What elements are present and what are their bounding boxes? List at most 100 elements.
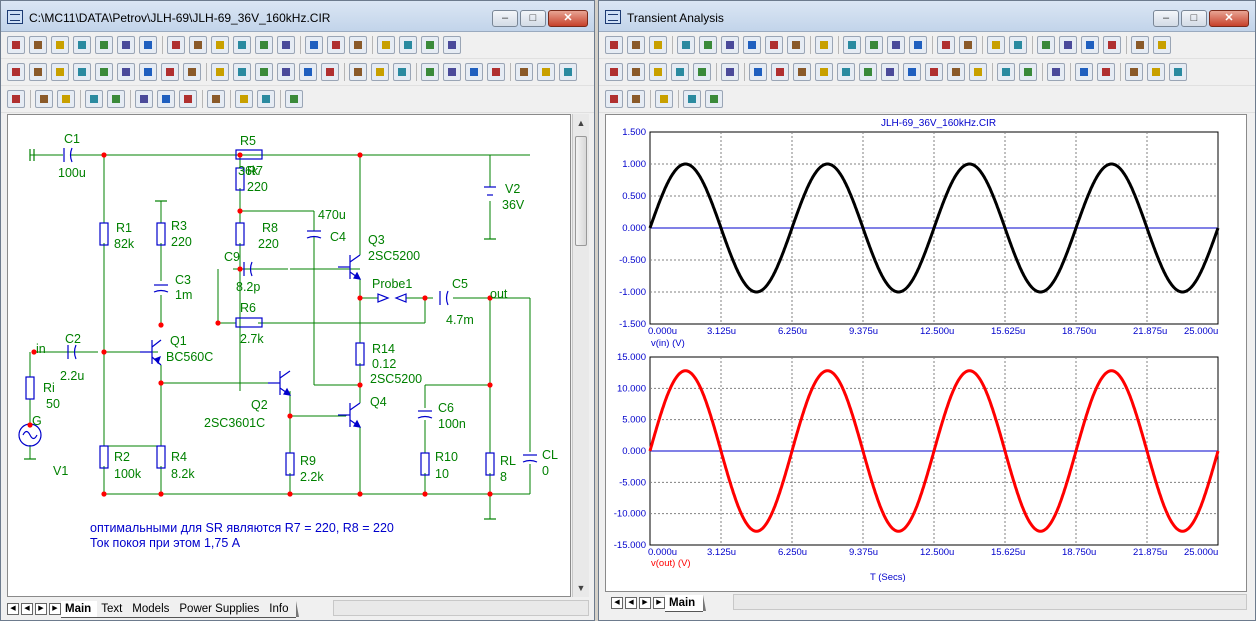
tr2-tool-button-25[interactable] xyxy=(1169,63,1187,81)
sch1-tool-button-3[interactable] xyxy=(51,36,69,54)
sch1-tool-button-7[interactable] xyxy=(139,36,157,54)
sch2-tool-button-14[interactable] xyxy=(299,63,317,81)
sch2-tool-button-19[interactable] xyxy=(421,63,439,81)
tr1-tool-button-1[interactable] xyxy=(605,36,623,54)
maximize-button[interactable]: □ xyxy=(520,10,546,27)
sch1-tool-button-16[interactable] xyxy=(349,36,367,54)
analysis-horizontal-scrollbar[interactable] xyxy=(733,594,1247,610)
tr1-tool-button-21[interactable] xyxy=(1081,36,1099,54)
sch3-tool-button-3[interactable] xyxy=(57,90,75,108)
tab-main[interactable]: Main xyxy=(665,594,707,612)
tab-first-icon[interactable]: ◀ xyxy=(7,603,19,615)
tr1-tool-button-3[interactable] xyxy=(649,36,667,54)
tab-text[interactable]: Text xyxy=(97,600,134,618)
sch3-tool-button-11[interactable] xyxy=(257,90,275,108)
tr2-tool-button-4[interactable] xyxy=(671,63,689,81)
tr2-tool-button-7[interactable] xyxy=(749,63,767,81)
sch1-tool-button-8[interactable] xyxy=(167,36,185,54)
tab-next-icon[interactable]: ▶ xyxy=(639,597,651,609)
tr2-tool-button-15[interactable] xyxy=(925,63,943,81)
sch1-tool-button-18[interactable] xyxy=(399,36,417,54)
sch2-tool-button-6[interactable] xyxy=(117,63,135,81)
sch3-tool-button-10[interactable] xyxy=(235,90,253,108)
tr1-tool-button-20[interactable] xyxy=(1059,36,1077,54)
sch1-tool-button-6[interactable] xyxy=(117,36,135,54)
sch2-tool-button-15[interactable] xyxy=(321,63,339,81)
tr1-tool-button-17[interactable] xyxy=(987,36,1005,54)
tr3-tool-button-5[interactable] xyxy=(705,90,723,108)
close-button[interactable]: ✕ xyxy=(1209,10,1249,27)
sch1-tool-button-20[interactable] xyxy=(443,36,461,54)
tr1-tool-button-8[interactable] xyxy=(765,36,783,54)
sch3-tool-button-2[interactable] xyxy=(35,90,53,108)
close-button[interactable]: ✕ xyxy=(548,10,588,27)
tab-prev-icon[interactable]: ◀ xyxy=(21,603,33,615)
tr1-tool-button-12[interactable] xyxy=(865,36,883,54)
minimize-button[interactable]: – xyxy=(492,10,518,27)
tr2-tool-button-6[interactable] xyxy=(721,63,739,81)
sch1-tool-button-15[interactable] xyxy=(327,36,345,54)
tr1-tool-button-23[interactable] xyxy=(1131,36,1149,54)
tr2-tool-button-23[interactable] xyxy=(1125,63,1143,81)
tr2-tool-button-5[interactable] xyxy=(693,63,711,81)
tr3-tool-button-2[interactable] xyxy=(627,90,645,108)
sch2-tool-button-22[interactable] xyxy=(487,63,505,81)
sch2-tool-button-8[interactable] xyxy=(161,63,179,81)
tab-last-icon[interactable]: ▶ xyxy=(49,603,61,615)
tr3-tool-button-4[interactable] xyxy=(683,90,701,108)
sch2-tool-button-9[interactable] xyxy=(183,63,201,81)
sch2-tool-button-7[interactable] xyxy=(139,63,157,81)
sch1-tool-button-9[interactable] xyxy=(189,36,207,54)
sch2-tool-button-4[interactable] xyxy=(73,63,91,81)
sch2-tool-button-20[interactable] xyxy=(443,63,461,81)
analysis-titlebar[interactable]: Transient Analysis – □ ✕ xyxy=(599,1,1255,32)
tr1-tool-button-14[interactable] xyxy=(909,36,927,54)
sch2-tool-button-3[interactable] xyxy=(51,63,69,81)
tr1-tool-button-2[interactable] xyxy=(627,36,645,54)
tr2-tool-button-19[interactable] xyxy=(1019,63,1037,81)
tr2-tool-button-10[interactable] xyxy=(815,63,833,81)
sch2-tool-button-17[interactable] xyxy=(371,63,389,81)
sch2-tool-button-24[interactable] xyxy=(537,63,555,81)
tr2-tool-button-2[interactable] xyxy=(627,63,645,81)
scroll-down-arrow[interactable]: ▼ xyxy=(576,583,586,593)
tr1-tool-button-7[interactable] xyxy=(743,36,761,54)
sch2-tool-button-18[interactable] xyxy=(393,63,411,81)
tr1-tool-button-4[interactable] xyxy=(677,36,695,54)
tr2-tool-button-16[interactable] xyxy=(947,63,965,81)
sch1-tool-button-5[interactable] xyxy=(95,36,113,54)
tab-next-icon[interactable]: ▶ xyxy=(35,603,47,615)
sch3-tool-button-12[interactable] xyxy=(285,90,303,108)
tr2-tool-button-14[interactable] xyxy=(903,63,921,81)
sch1-tool-button-1[interactable] xyxy=(7,36,25,54)
sch1-tool-button-13[interactable] xyxy=(277,36,295,54)
tab-first-icon[interactable]: ◀ xyxy=(611,597,623,609)
sch1-tool-button-19[interactable] xyxy=(421,36,439,54)
sch3-tool-button-9[interactable] xyxy=(207,90,225,108)
tr1-tool-button-15[interactable] xyxy=(937,36,955,54)
tr2-tool-button-8[interactable] xyxy=(771,63,789,81)
tr2-tool-button-18[interactable] xyxy=(997,63,1015,81)
sch2-tool-button-2[interactable] xyxy=(29,63,47,81)
tr1-tool-button-11[interactable] xyxy=(843,36,861,54)
sch2-tool-button-13[interactable] xyxy=(277,63,295,81)
sch1-tool-button-11[interactable] xyxy=(233,36,251,54)
tr2-tool-button-11[interactable] xyxy=(837,63,855,81)
tab-info[interactable]: Info xyxy=(265,600,300,618)
tr1-tool-button-18[interactable] xyxy=(1009,36,1027,54)
sch3-tool-button-7[interactable] xyxy=(157,90,175,108)
tr1-tool-button-10[interactable] xyxy=(815,36,833,54)
tr1-tool-button-5[interactable] xyxy=(699,36,717,54)
sch2-tool-button-1[interactable] xyxy=(7,63,25,81)
tr2-tool-button-17[interactable] xyxy=(969,63,987,81)
tr2-tool-button-12[interactable] xyxy=(859,63,877,81)
tr1-tool-button-6[interactable] xyxy=(721,36,739,54)
schematic-vertical-scrollbar[interactable]: ▲ ▼ xyxy=(572,114,589,597)
sch3-tool-button-4[interactable] xyxy=(85,90,103,108)
sch1-tool-button-14[interactable] xyxy=(305,36,323,54)
tr2-tool-button-9[interactable] xyxy=(793,63,811,81)
sch1-tool-button-2[interactable] xyxy=(29,36,47,54)
maximize-button[interactable]: □ xyxy=(1181,10,1207,27)
